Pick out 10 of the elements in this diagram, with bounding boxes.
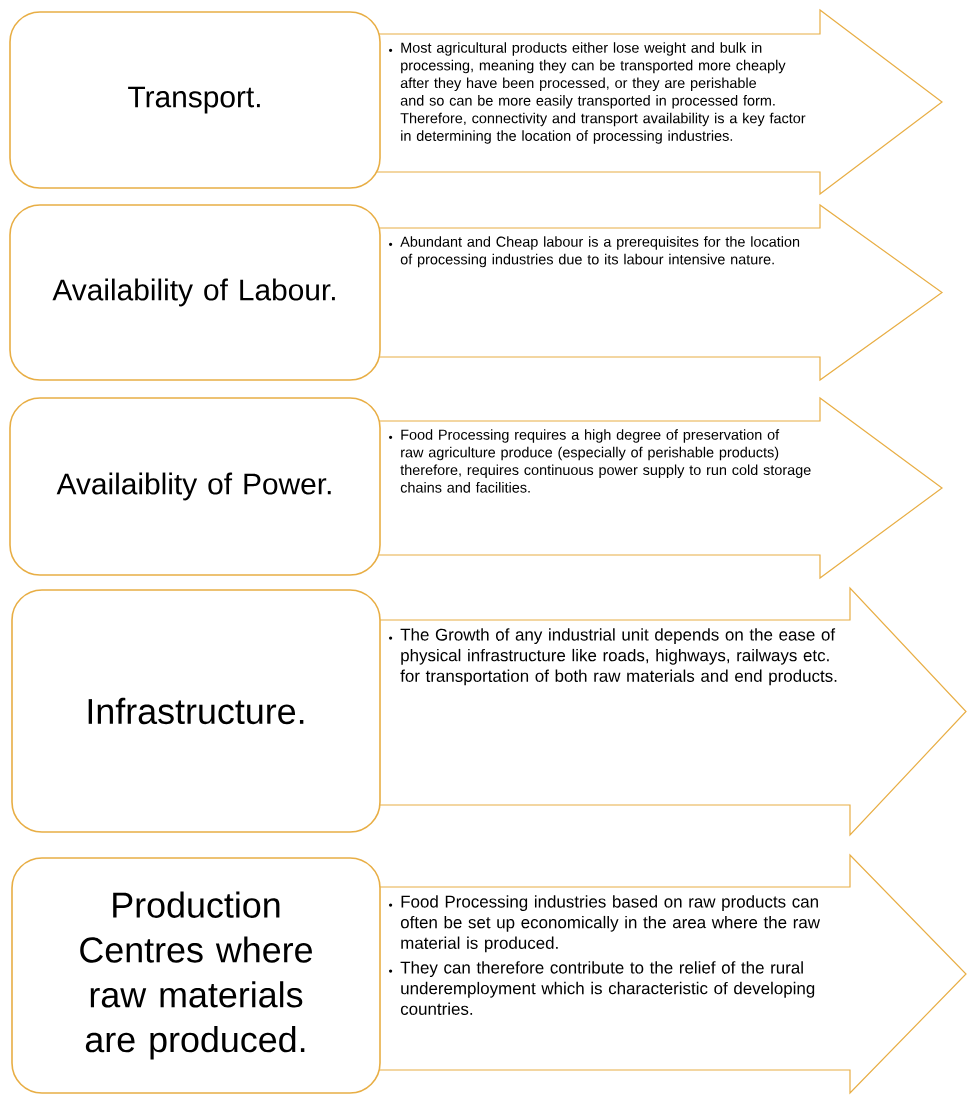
rounded-box: Production Centres where raw materials are produced.: [11, 857, 381, 1094]
rounded-box: Transport.: [9, 11, 381, 189]
arrow-box: Most agricultural products either lose weight and bulk in processing, meaning they can be transported more cheaply after they have been processed, or they are perishable and so can be more easily transported in processed form. Therefore, connectivity and transport availability is a key factor in determining the location of processing industries.: [359, 8, 943, 196]
arrow-box: Food Processing requires a high degree of preservation of raw agriculture produce (especially of perishable products) therefore, requires continuous power supply to run cold storage chains and facilities.: [359, 396, 943, 580]
arrow-box: The Growth of any industrial unit depends on the ease of physical infrastructure like roads, highways, railways etc. for transportation of both raw materials and end products.: [359, 586, 967, 837]
arrow-box: Abundant and Cheap labour is a prerequisites for the location of processing industries due to its labour intensive nature.: [359, 203, 943, 382]
arrow-box: Food Processing industries based on raw products can often be set up economically in the area where the raw material is produced. They can therefore contribute to the relief of the rural underemployment which is characteristic of developing countries.: [359, 853, 967, 1095]
rounded-box: Availability of Labour.: [9, 204, 381, 381]
rounded-box: Infrastructure.: [11, 589, 381, 833]
rounded-box: Availaiblity of Power.: [9, 397, 381, 576]
